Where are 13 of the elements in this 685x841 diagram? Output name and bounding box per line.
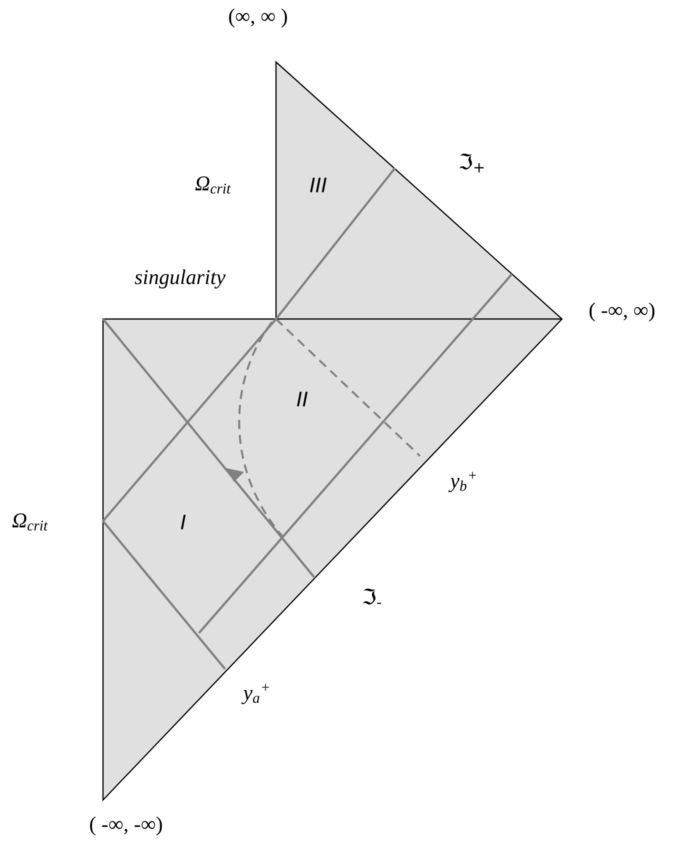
coordinate-label: ( -∞, ∞) [590,302,654,322]
singularity-label: singularity [134,269,226,289]
infinity-label: ℑ$_{+}$ [459,154,484,172]
coordinate-label: (∞, ∞ ) [229,8,287,28]
region-label: III [310,178,327,192]
horizon-label: y$_{a}$+ [241,684,269,704]
region-label: II [297,392,308,406]
horizon-label: y$_{b}$+ [448,472,476,492]
infinity-label: ℑ$_{-}$ [362,588,381,605]
boundary-label: Ω$_{crit}$ [195,176,231,194]
boundary-label: Ω$_{crit}$ [12,513,48,531]
region-label: I [180,514,186,530]
coordinate-label: ( -∞, -∞) [90,816,162,836]
